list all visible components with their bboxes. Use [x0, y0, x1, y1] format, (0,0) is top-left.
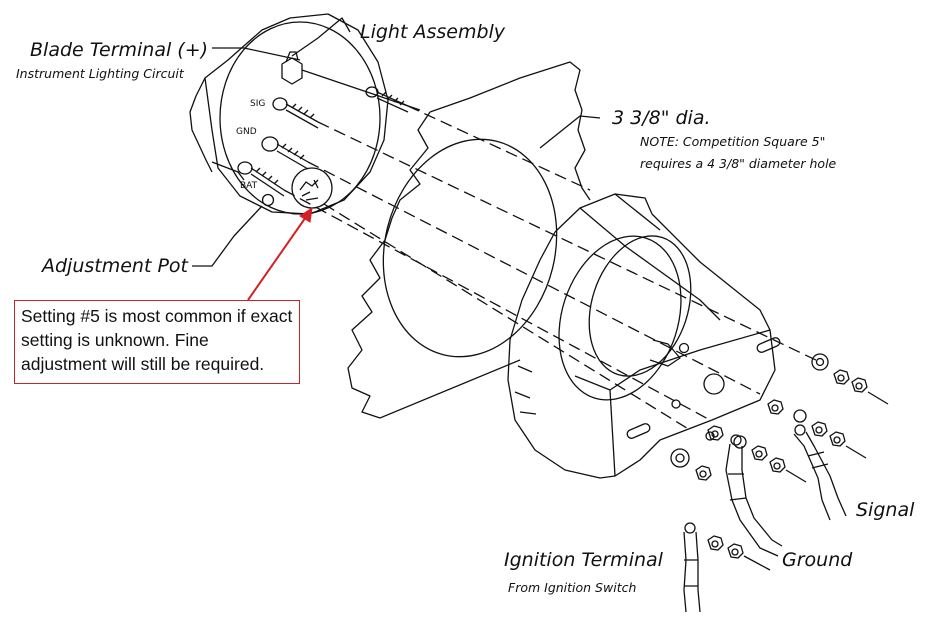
light-assembly-socket: [281, 51, 421, 111]
ground-label: Ground: [782, 549, 853, 571]
ignition-terminal-label: Ignition Terminal: [504, 549, 664, 571]
ignition-wire: [683, 522, 701, 613]
gauge-body: [189, 13, 389, 215]
dashboard-panel: [347, 61, 591, 419]
instrument-lighting-label: Instrument Lighting Circuit: [16, 66, 185, 81]
mounting-bracket: [507, 193, 781, 479]
sig-stud: [272, 97, 319, 129]
hardware-washers-nuts: [670, 353, 889, 571]
adjustment-pot-label: Adjustment Pot: [40, 255, 190, 277]
note-line-1: NOTE: Competition Square 5": [640, 134, 825, 149]
from-ignition-label: From Ignition Switch: [508, 580, 636, 595]
signal-label: Signal: [856, 499, 915, 521]
callout-arrow: [247, 206, 313, 301]
leader-lines: [192, 17, 601, 267]
bat-wire: [705, 431, 715, 441]
sig-label: SIG: [250, 99, 265, 109]
gnd-label: GND: [236, 127, 257, 137]
bat-stud: [237, 161, 285, 197]
diameter-label: 3 3/8" dia.: [612, 107, 711, 129]
blade-terminal-label: Blade Terminal (+): [30, 39, 208, 61]
light-assembly-label: Light Assembly: [360, 21, 506, 43]
note-line-2: requires a 4 3/8" diameter hole: [640, 156, 837, 171]
ground-wire: [725, 434, 783, 557]
signal-wire: [793, 424, 847, 521]
bat-label: BAT: [240, 181, 258, 191]
gnd-stud: [261, 136, 309, 170]
setting-callout-box: Setting #5 is most common if exact setti…: [14, 300, 300, 384]
top-stud: [365, 86, 409, 113]
gauge-studs: [237, 86, 409, 197]
